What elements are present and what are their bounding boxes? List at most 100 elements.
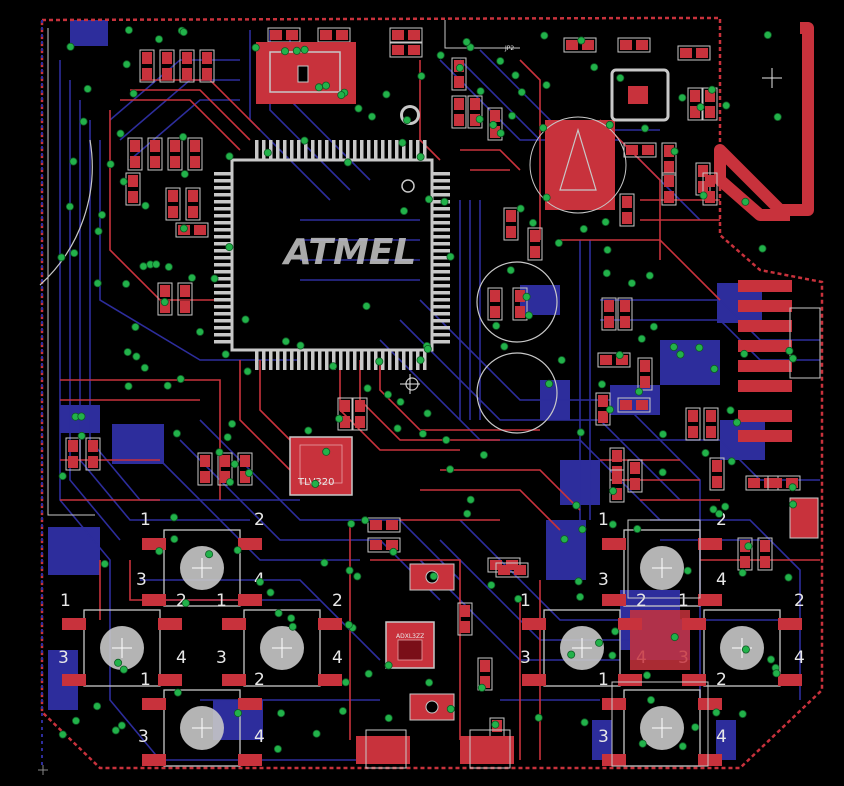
smd-pad — [626, 145, 638, 155]
via — [608, 651, 617, 660]
mcu-pin — [432, 242, 450, 246]
smd-outline — [451, 95, 467, 129]
via — [463, 509, 472, 518]
via — [396, 397, 405, 406]
via — [180, 170, 189, 179]
via — [139, 262, 148, 271]
via — [251, 43, 260, 52]
via — [603, 245, 612, 254]
smd-pad — [770, 478, 782, 488]
via — [181, 599, 190, 608]
via — [602, 269, 611, 278]
switch-pin-number: 3 — [138, 727, 149, 747]
via — [123, 348, 132, 357]
smd-outline — [609, 469, 625, 503]
via — [106, 160, 115, 169]
switch-center-mark — [652, 718, 672, 738]
via — [57, 253, 66, 262]
mcu-pin — [432, 214, 450, 218]
smd-pad — [712, 476, 722, 488]
via — [292, 46, 301, 55]
mcu-pin — [432, 291, 450, 295]
smd-pad — [130, 140, 140, 152]
smd-pad — [220, 455, 230, 467]
via — [140, 363, 149, 372]
via — [758, 244, 767, 253]
smd-pad — [160, 285, 170, 297]
mcu-pin — [318, 350, 322, 370]
via — [418, 429, 427, 438]
via — [442, 435, 451, 444]
mcu-pin — [432, 172, 450, 176]
via — [500, 342, 509, 351]
via — [273, 745, 282, 754]
mcu-pin — [290, 140, 294, 160]
origin-markers — [38, 68, 782, 775]
via — [122, 60, 131, 69]
mcu-pin — [432, 277, 450, 281]
smd-outline — [487, 287, 503, 321]
switch-pin-number: 4 — [254, 727, 265, 747]
via — [93, 702, 102, 711]
mcu-pin — [432, 312, 450, 316]
via — [341, 678, 350, 687]
via — [179, 132, 188, 141]
mcu-pin — [432, 319, 450, 323]
mcu-pin — [353, 350, 357, 370]
via — [508, 111, 517, 120]
smd-pad — [622, 196, 632, 208]
via — [93, 279, 102, 288]
mcu-pin — [276, 350, 280, 370]
mcu-pin — [214, 340, 232, 344]
switch-pin-number: 1 — [140, 670, 151, 690]
smd-pad — [162, 52, 172, 64]
via — [131, 322, 140, 331]
via — [300, 45, 309, 54]
switch-pad — [142, 594, 166, 606]
via — [446, 465, 455, 474]
mcu-pin — [214, 312, 232, 316]
smd-pad — [642, 145, 654, 155]
mcu-pin — [214, 242, 232, 246]
mcu-pin — [402, 350, 406, 370]
smd-pad — [760, 556, 770, 568]
smd-pad — [636, 40, 648, 50]
mcu-pin — [432, 221, 450, 225]
mcu-pin — [311, 350, 315, 370]
smd-outline — [685, 407, 701, 441]
via — [304, 426, 313, 435]
smd-pad — [355, 416, 365, 428]
smd-pad — [202, 68, 212, 80]
via — [384, 661, 393, 670]
via — [446, 252, 455, 261]
smd-pad — [598, 395, 608, 407]
smd-pad — [706, 410, 716, 422]
via — [691, 723, 700, 732]
via — [590, 63, 599, 72]
smd-pad — [664, 145, 674, 157]
via — [554, 238, 563, 247]
smd-pad — [490, 110, 500, 122]
via — [274, 609, 283, 618]
mcu-pin — [214, 200, 232, 204]
switch-pin-number: 2 — [176, 591, 187, 611]
switch-pin-number: 1 — [520, 591, 531, 611]
smd-pad — [705, 106, 715, 118]
via — [738, 710, 747, 719]
mcu-pin — [214, 235, 232, 239]
smd-passive-pads — [65, 27, 801, 751]
switch-pad — [222, 618, 246, 630]
smd-pad — [712, 460, 722, 472]
via — [496, 57, 505, 66]
via — [659, 430, 668, 439]
smd-pad — [506, 226, 516, 238]
via — [280, 47, 289, 56]
via — [281, 337, 290, 346]
switch-pad — [522, 618, 546, 630]
smd-pad — [128, 191, 138, 203]
switch-body — [703, 609, 781, 687]
via — [124, 382, 133, 391]
switch-pad — [698, 594, 722, 606]
switch-pad — [62, 674, 86, 686]
smd-outline — [85, 437, 101, 471]
